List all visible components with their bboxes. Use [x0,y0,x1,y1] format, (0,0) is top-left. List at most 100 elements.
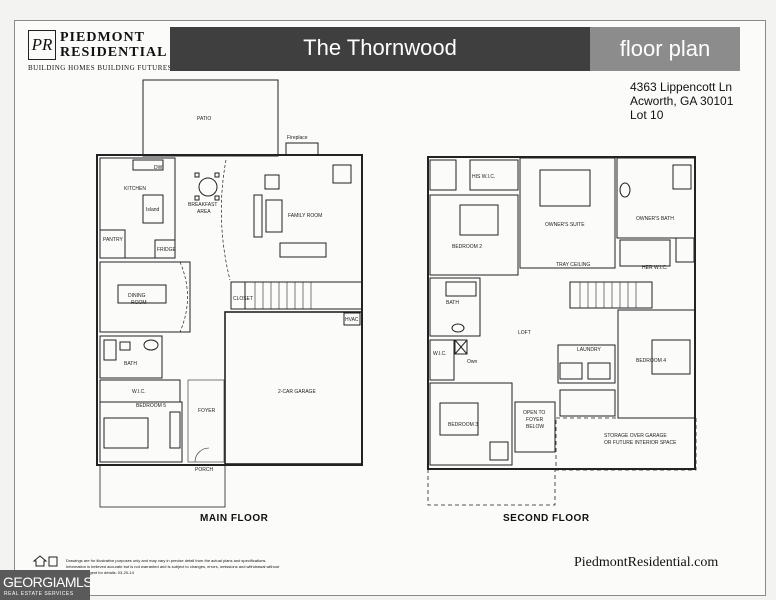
upper-bath-tub [445,281,477,297]
family-table [265,199,283,233]
logo-mark: PR [28,30,56,60]
label-upper-bath: BATH [446,300,459,306]
main-stairs [244,281,363,310]
family-loveseat [279,242,327,258]
label-storage-1: STORAGE OVER GARAGE [604,433,667,439]
main-floor-outline [96,154,363,466]
owners-suite-outline [519,157,616,269]
label-storage-2: OR FUTURE INTERIOR SPACE [604,440,677,446]
label-bedroom2: BEDROOM 2 [452,244,482,250]
watermark-name: GEORGIAMLS [3,574,93,590]
label-her-wic: HER W.I.C. [642,265,668,271]
kitchen-sink-counter [132,159,164,171]
label-breakfast: BREAKFAST [188,202,217,208]
label-patio: PATIO [197,116,211,122]
fireplace [285,142,319,156]
bedroom5-outline [99,401,183,463]
address-street: 4363 Lippencott Ln [630,80,733,94]
disclaimer-text: Drawings are for illustrative purposes o… [66,558,280,575]
kitchen-island [142,194,164,224]
label-dw: DW [154,165,163,171]
brand-tagline: BUILDING HOMES BUILDING FUTURES [28,64,173,72]
bedroom5-bed [103,417,149,449]
label-open-foyer: FOYER [526,417,544,423]
bedroom4-bed [651,339,691,375]
watermark-sub: REAL ESTATE SERVICES [4,591,74,597]
owners-tub [619,182,631,198]
upper-bath-outline [429,277,481,337]
main-bath-outline [99,335,163,379]
bedroom3-bed [439,402,479,436]
label-island: Island [146,207,160,213]
label-fridge: FRIDGE [157,247,177,253]
label-owners-bath: OWNER'S BATH [636,216,674,222]
garage-hvac [343,312,361,326]
label-pantry: PANTRY [103,237,123,243]
label-garage: 2-CAR GARAGE [278,389,316,395]
main-bath-tub [103,339,117,361]
label-owners-suite: OWNER'S SUITE [545,222,585,228]
label-bedroom3: BEDROOM 3 [448,422,478,428]
brand-name-line1: PIEDMONT [60,30,145,45]
label-hvac: HVAC [345,317,359,323]
label-main-bath: BATH [124,361,137,367]
plan-title: The Thornwood [303,35,457,60]
label-open-below: BELOW [526,424,544,430]
open-to-foyer-outline [514,401,556,453]
closet-outline [230,281,246,310]
second-floor-lower-bump [427,468,556,506]
upper-wic-outline [429,339,455,381]
bedroom4-wic [559,389,616,417]
label-porch: PORCH [195,467,213,473]
label-tray-ceiling: TRAY CEILING [556,262,590,268]
her-wic-outline [619,239,671,267]
label-family-room: FAMILY ROOM [288,213,322,219]
owners-shower [672,164,692,190]
dining-table [117,284,167,304]
label-own: Own [467,359,478,365]
second-floor-label: SECOND FLOOR [503,513,590,524]
upper-stairs [569,281,653,309]
label-room: ROOM [131,300,147,306]
dining-outline [99,261,191,333]
website-link[interactable]: PiedmontResidential.com [574,555,719,570]
label-main-wic: W.I.C. [132,389,146,395]
label-foyer: FOYER [198,408,216,414]
banner-right-panel: floor plan [590,27,740,71]
hvac-box [454,339,468,355]
brand-name-line2: RESIDENTIAL [60,45,168,60]
label-closet: CLOSET [233,296,253,302]
label-upper-wic: W.I.C. [433,351,447,357]
georgiamls-watermark: GEORGIAMLS REAL ESTATE SERVICES [0,570,93,600]
address-lot: Lot 10 [630,108,664,122]
his-wic-outline [469,159,519,191]
family-chair [264,174,280,190]
brand-logo: PR PIEDMONT RESIDENTIAL BUILDING HOMES B… [26,26,172,74]
main-floor-label: MAIN FLOOR [200,513,269,524]
kitchen-outline [99,157,176,259]
label-bedroom4: BEDROOM 4 [636,358,666,364]
label-his-wic: HIS W.I.C. [472,174,495,180]
bedroom3-outline [429,382,513,466]
main-bath-toilet [119,341,131,351]
foyer-outline [187,379,225,463]
equal-housing-icon [32,555,58,567]
title-banner: The Thornwood floor plan [170,27,740,71]
plan-subtitle: floor plan [619,36,711,61]
family-armchair [332,164,352,184]
pantry-outline [99,229,126,259]
main-bath-sink [143,339,159,351]
label-bedroom5: BEDROOM 5 [136,403,166,409]
label-area: AREA [197,209,211,215]
garage-outline [224,311,363,465]
label-loft: LOFT [518,330,531,336]
label-laundry: LAUNDRY [577,347,601,353]
label-kitchen: KITCHEN [124,186,146,192]
bedroom2-outline [429,194,519,276]
family-sofa [253,194,263,238]
bedroom2-bed [459,204,499,236]
label-fireplace: Fireplace [287,135,308,141]
fridge-outline [154,239,176,259]
owners-bed [539,169,591,207]
